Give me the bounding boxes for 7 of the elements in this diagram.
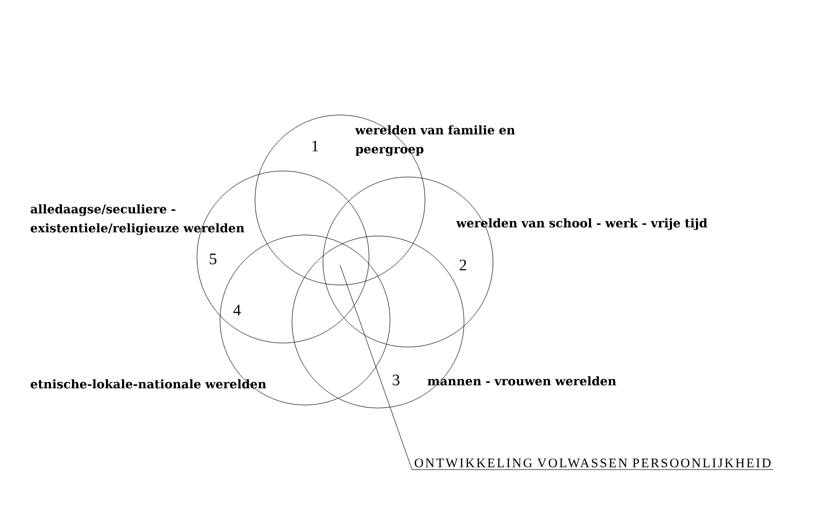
- circle-number: 5: [210, 254, 216, 264]
- circle-number: 2: [460, 260, 466, 270]
- circle-number: 4: [233, 304, 241, 316]
- leader-text: ONTWIKKELING VOLWASSEN PERSOONLIJKHEID: [412, 458, 774, 470]
- leader-line: [340, 264, 412, 470]
- circle-number: 1: [312, 140, 318, 152]
- circle-number: 3: [392, 374, 400, 386]
